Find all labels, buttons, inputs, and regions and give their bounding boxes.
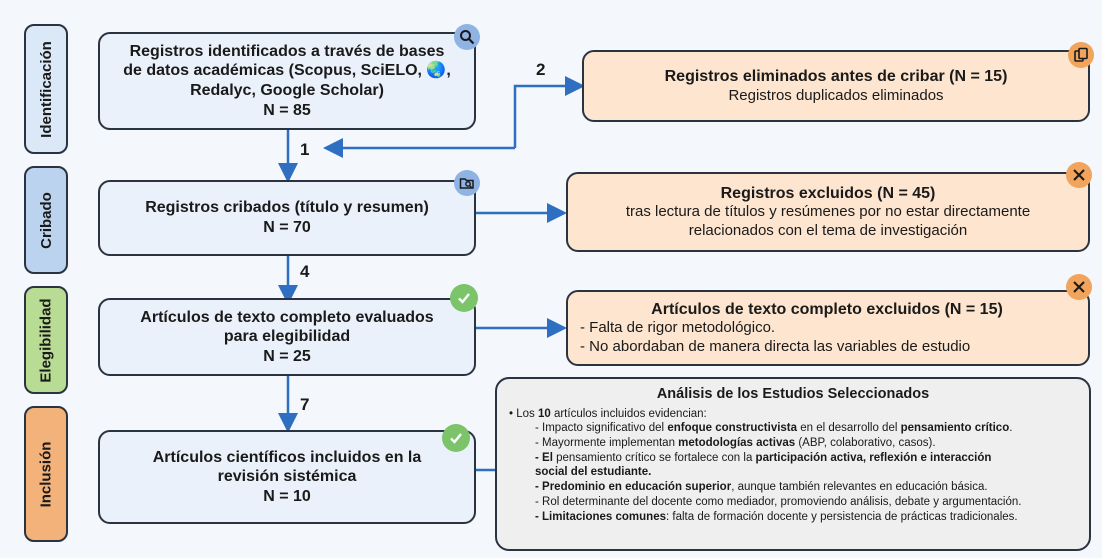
fulltext-excluded-item: - No abordaban de manera directa las var… [580,337,971,355]
analysis-lead-post: artículos incluidos evidencian: [550,407,707,420]
analysis-item-text: . [1009,422,1013,435]
analysis-item-text: se fortalece con la [655,451,756,464]
check-icon [450,284,478,312]
analysis-item-text: (ABP, colaborativo, casos). [795,436,936,449]
analysis-item-text: enfoque constructivista [667,422,798,435]
close-icon [1066,274,1092,300]
excluded-box: Registros excluidos (N = 45) tras lectur… [566,172,1090,252]
analysis-item-text: pensamiento crítico [556,451,656,464]
analysis-item-text: - Rol determinante del docente como medi… [535,495,1022,508]
screened-box: Registros cribados (título y resumen) N … [98,180,476,256]
analysis-item-text: social del estudiante. [535,466,652,479]
screened-title: Registros cribados (título y resumen) [145,199,429,217]
included-line: revisión sistémica [217,468,357,486]
screened-count: N = 70 [263,219,311,236]
analysis-item: - Impacto significativo del enfoque cons… [535,421,1077,436]
step-number: 7 [300,395,310,414]
analysis-item-text: metodologías activas [678,436,796,449]
identification-count: N = 85 [263,101,311,119]
excluded-title: Registros excluidos (N = 45) [720,184,936,202]
analysis-title: Análisis de los Estudios Seleccionados [656,386,930,402]
eligibility-box: Artículos de texto completo evaluados pa… [98,298,476,376]
excluded-detail-line: relacionados con el tema de investigació… [688,221,968,239]
analysis-item-text: participación activa, reflexión e intera… [755,451,992,464]
phase-inclusion: Inclusión [24,406,68,542]
fulltext-excluded-item: - Falta de rigor metodológico. [580,319,776,337]
analysis-item-text: , aunque también relevantes en educación… [731,481,988,494]
identification-line: Registros identificados a través de base… [129,42,445,60]
identification-line: de datos académicas (Scopus, SciELO, 🌏, [123,62,451,80]
removed-box: Registros eliminados antes de cribar (N … [582,50,1090,122]
analysis-item-text: pensamiento crítico [900,422,1010,435]
arrow-to-removed [513,76,585,148]
analysis-item: - Predominio en educación superior, aunq… [535,480,1077,495]
included-count: N = 10 [263,487,311,505]
excluded-detail-line: tras lectura de títulos y resúmenes por … [625,203,1031,221]
search-icon [454,24,480,50]
step-number: 1 [300,140,310,159]
analysis-lead-count: 10 [537,407,551,420]
analysis-item: - El pensamiento crítico se fortalece co… [535,451,1077,466]
phase-elegibilidad: Elegibilidad [24,286,68,394]
analysis-lead: • Los 10 artículos incluidos evidencian: [509,407,1077,422]
analysis-box: Análisis de los Estudios Seleccionados •… [495,377,1091,551]
fulltext-excluded-box: Artículos de texto completo excluidos (N… [566,290,1090,366]
check-icon [442,424,470,452]
analysis-item: - Limitaciones comunes: falta de formaci… [535,510,1077,525]
step-number: 2 [536,60,546,79]
removed-title: Registros eliminados antes de cribar (N … [664,68,1008,86]
analysis-lead-pre: • Los [509,407,538,420]
identification-line: Redalyc, Google Scholar) [190,82,384,99]
analysis-item: - Mayormente implementan metodologías ac… [535,436,1077,451]
eligibility-line: Artículos de texto completo evaluados [140,308,434,326]
analysis-item-text: - Predominio en educación superior [535,481,732,494]
close-icon [1066,162,1092,188]
analysis-item-text: - Impacto significativo del [535,422,668,435]
phase-cribado: Cribado [24,166,68,274]
eligibility-count: N = 25 [263,347,311,365]
analysis-item-text: : falta de formación docente y persisten… [666,510,1018,523]
included-box: Artículos científicos incluidos en la re… [98,430,476,524]
analysis-item: social del estudiante. [535,465,1077,480]
analysis-item-text: - El [535,451,557,464]
step-number: 4 [300,262,310,281]
included-line: Artículos científicos incluidos en la [152,448,422,466]
analysis-item: - Rol determinante del docente como medi… [535,495,1077,510]
analysis-items: - Impacto significativo del enfoque cons… [509,421,1077,524]
analysis-item-text: - Mayormente implementan [535,436,679,449]
eligibility-line: para elegibilidad [223,328,351,346]
phase-identificacion: Identificación [24,24,68,154]
identification-box: Registros identificados a través de base… [98,32,476,130]
analysis-item-text: en el desarrollo del [797,422,901,435]
fulltext-excluded-title: Artículos de texto completo excluidos (N… [651,300,1003,318]
folder-search-icon [454,170,480,196]
copy-icon [1068,42,1094,68]
removed-detail: Registros duplicados eliminados [728,86,944,104]
analysis-item-text: - Limitaciones comunes [535,510,667,523]
